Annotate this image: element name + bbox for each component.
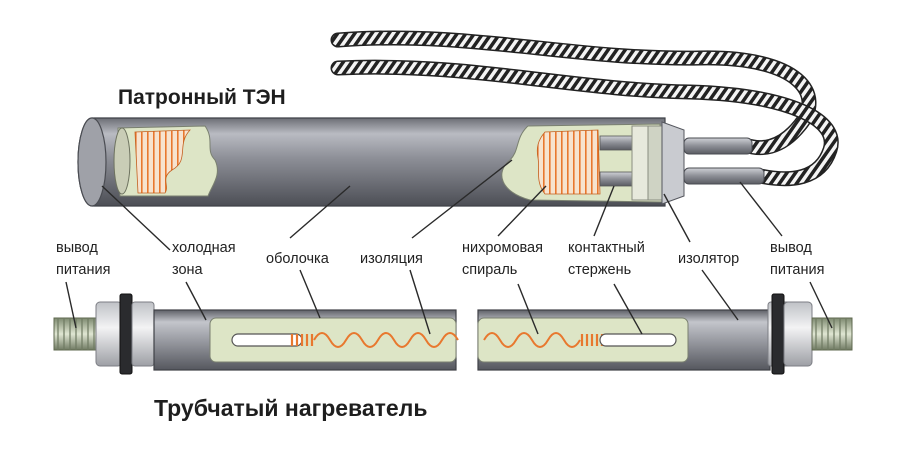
tubular-spiral-left <box>313 332 459 348</box>
cartridge-heater <box>77 117 765 207</box>
svg-text:спираль: спираль <box>462 262 517 278</box>
tubular-insulation-left <box>209 317 457 363</box>
tubular-coil-dense-left <box>290 334 314 346</box>
cartridge-pin-bottom <box>683 167 765 185</box>
leader-power-lead-right-top <box>739 181 783 237</box>
cartridge-end-cap <box>77 117 107 207</box>
leader-power-lead-right-bottom <box>809 281 833 329</box>
svg-text:стержень: стержень <box>568 262 631 278</box>
cartridge-right-cutaway <box>501 123 663 203</box>
leader-power-lead-left <box>65 281 77 329</box>
tubular-left-fitting <box>53 293 155 375</box>
leader-cold-zone-top <box>101 185 171 251</box>
leader-insulation-top <box>411 159 513 239</box>
svg-text:вывод: вывод <box>56 240 98 256</box>
svg-text:нихромовая: нихромовая <box>462 240 543 256</box>
title-tubular: Трубчатый нагреватель <box>154 395 427 421</box>
label-nichrome-spiral: нихромовая спираль <box>462 240 543 278</box>
braided-wires <box>330 30 839 187</box>
label-cold-zone: холодная зона <box>172 240 236 278</box>
cartridge-pin-top <box>683 137 753 155</box>
leader-cold-zone-bottom <box>185 281 207 321</box>
svg-text:питания: питания <box>56 262 110 278</box>
label-sheath: оболочка <box>266 251 330 267</box>
leader-contact-rod-top <box>593 185 615 237</box>
tubular-rod-right <box>599 333 677 347</box>
tubular-right-fitting <box>767 293 853 375</box>
leader-insulator-top <box>663 193 691 243</box>
cartridge-left-cutaway <box>113 125 218 197</box>
svg-text:холодная: холодная <box>172 240 236 256</box>
svg-text:вывод: вывод <box>770 240 812 256</box>
label-power-lead-left: вывод питания <box>56 240 110 278</box>
svg-text:питания: питания <box>770 262 824 278</box>
leader-sheath-bottom <box>299 269 321 319</box>
leader-spiral-top <box>497 185 547 237</box>
tubular-coil-dense-right <box>580 334 604 346</box>
cartridge-insulator <box>661 121 685 205</box>
leader-insulation-bottom <box>409 269 431 335</box>
svg-text:контактный: контактный <box>568 240 645 256</box>
leader-insulator-bottom <box>701 269 739 321</box>
leader-contact-rod-bottom <box>613 283 643 335</box>
tubular-heater <box>53 293 853 375</box>
label-insulation: изоляция <box>360 251 423 267</box>
label-power-lead-right: вывод питания <box>770 240 824 278</box>
leader-spiral-bottom <box>517 283 539 335</box>
title-cartridge: Патронный ТЭН <box>118 86 286 109</box>
svg-text:зона: зона <box>172 262 204 278</box>
tubular-spiral-right <box>483 332 581 348</box>
leader-sheath-top <box>289 185 351 239</box>
leader-lines <box>65 159 833 335</box>
label-insulator: изолятор <box>678 251 739 267</box>
label-contact-rod: контактный стержень <box>568 240 645 278</box>
